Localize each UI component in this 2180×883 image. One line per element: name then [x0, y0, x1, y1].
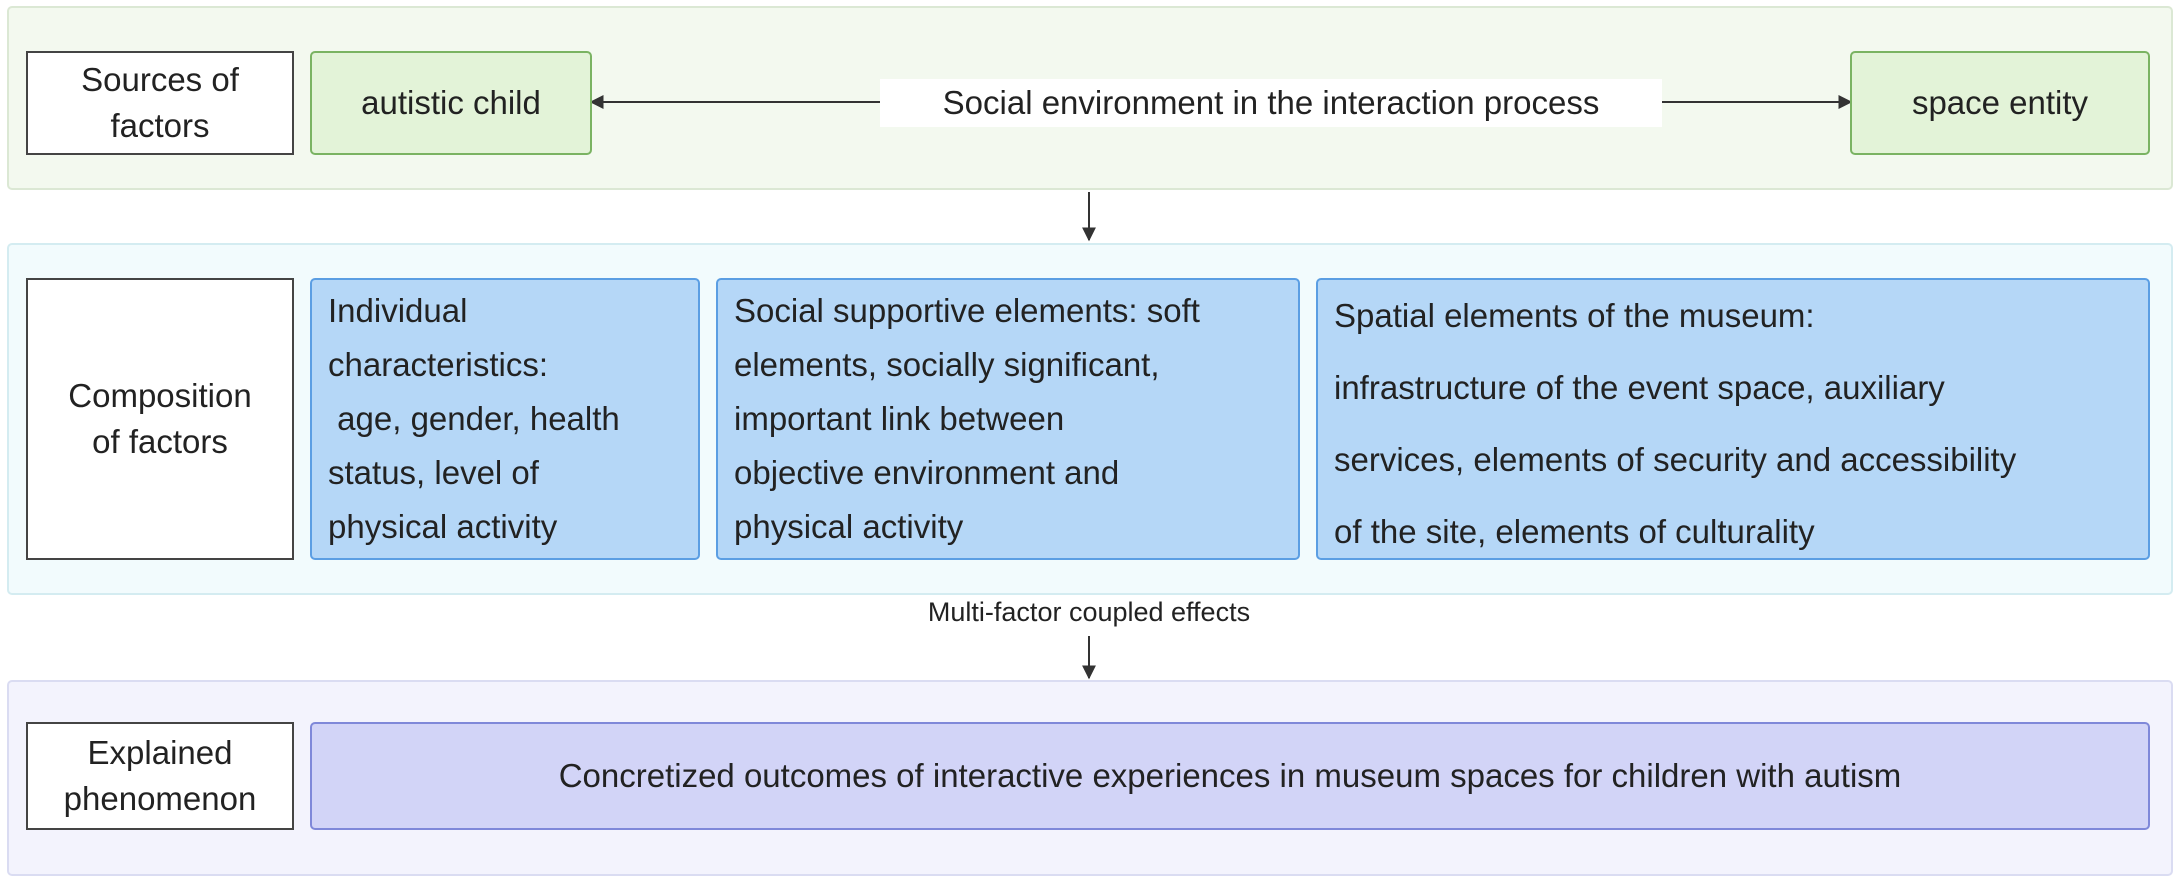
outcome-text: Concretized outcomes of interactive expe… [558, 757, 1902, 794]
explained-label-line-1: Explained [87, 734, 233, 771]
sources-label-line-1: Sources of [81, 61, 239, 98]
spatial-elements-box: Spatial elements of the museum: infrastr… [1316, 278, 2150, 560]
multi-factor-edge-label: Multi-factor coupled effects [927, 597, 1251, 627]
social-line-4: objective environment and [734, 454, 1120, 491]
spatial-line-2: infrastructure of the event space, auxil… [1334, 369, 1945, 406]
composition-label-line-1: Composition [68, 377, 252, 414]
social-supportive-elements-box: Social supportive elements: soft element… [716, 278, 1300, 560]
social-line-1: Social supportive elements: soft [734, 292, 1200, 329]
sources-label-line-2: factors [110, 107, 210, 144]
spatial-line-4: of the site, elements of culturality [1334, 513, 1815, 550]
autistic-child-text: autistic child [361, 84, 541, 121]
explained-label: Explained phenomenon [26, 722, 294, 830]
social-line-5: physical activity [734, 508, 964, 545]
sources-label: Sources of factors [26, 51, 294, 155]
spatial-line-1: Spatial elements of the museum: [1334, 297, 1815, 334]
space-entity-text: space entity [1911, 84, 2089, 121]
autistic-child-node: autistic child [310, 51, 592, 155]
individual-characteristics-box: Individual characteristics: age, gender,… [310, 278, 700, 560]
social-line-3: important link between [734, 400, 1065, 437]
social-environment-node: Social environment in the interaction pr… [880, 79, 1662, 127]
social-environment-text: Social environment in the interaction pr… [942, 84, 1600, 121]
individual-line-2: characteristics: [328, 346, 549, 383]
space-entity-node: space entity [1850, 51, 2150, 155]
composition-label: Composition of factors [26, 278, 294, 560]
social-line-2: elements, socially significant, [734, 346, 1160, 383]
outcome-node: Concretized outcomes of interactive expe… [310, 722, 2150, 830]
individual-line-4: status, level of [328, 454, 539, 491]
individual-line-5: physical activity [328, 508, 558, 545]
individual-line-3: age, gender, health [328, 400, 620, 437]
composition-label-line-2: of factors [92, 423, 228, 460]
individual-line-1: Individual [328, 292, 468, 329]
explained-label-line-2: phenomenon [63, 780, 257, 817]
spatial-line-3: services, elements of security and acces… [1334, 441, 2017, 478]
